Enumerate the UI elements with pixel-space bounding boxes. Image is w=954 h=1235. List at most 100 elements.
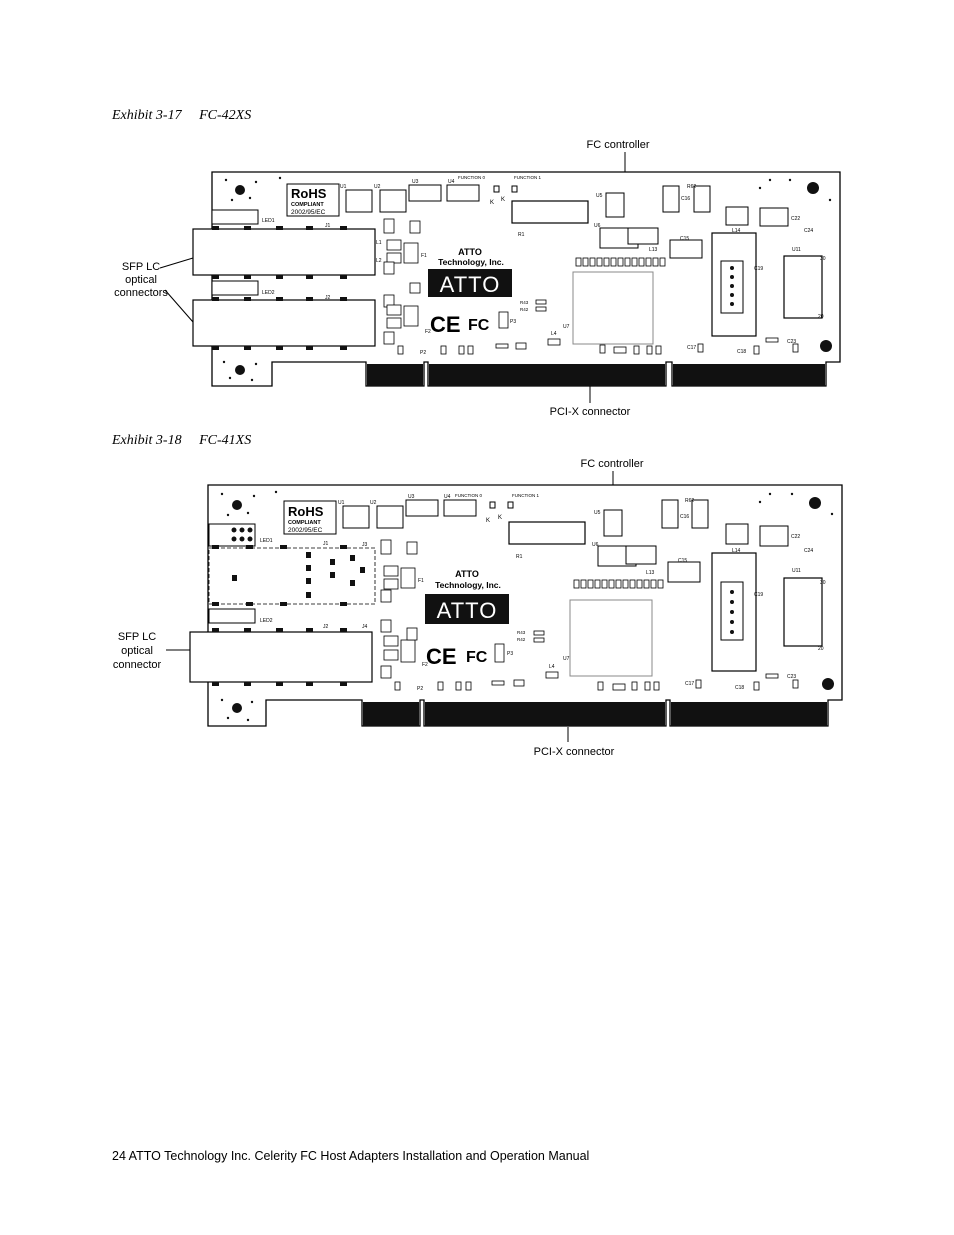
exhibit-model: FC-41XS (199, 433, 252, 448)
pcix-fingers-segment (673, 364, 825, 386)
ref-l1: L1 (376, 240, 382, 246)
ref-k: K (486, 518, 490, 524)
atto-logo-bg (425, 594, 509, 624)
ref-u4: U4 (444, 494, 451, 500)
exhibit-number: Exhibit 3-17 (112, 108, 182, 123)
exhibit-model: FC-42XS (199, 108, 252, 123)
rohs-code: 2002/95/EC (288, 527, 323, 534)
ref-p3: R1 (518, 232, 525, 238)
mounting-hole (807, 182, 819, 194)
ref-c27: C22 (791, 534, 800, 540)
callout-sfp-line3: connector (113, 659, 162, 671)
ref-r43: R43 (517, 630, 526, 635)
exhibit-caption-1: Exhibit 3-17 FC-42XS (112, 108, 251, 124)
label-function0: FUNCTION 0 (455, 493, 482, 498)
label-function0: FUNCTION 0 (458, 175, 485, 180)
callout-fc-controller: FC controller (587, 139, 650, 151)
atto-logo: ATTO (440, 272, 501, 297)
sfp-pads (212, 628, 347, 686)
ref-u11: U11 (792, 568, 801, 574)
ref-p2: P3 (510, 319, 516, 325)
ref-r42: R42 (517, 637, 526, 642)
ref-k: K (498, 515, 502, 521)
chip-p3 (508, 521, 586, 545)
sfp-empty-footprint (208, 547, 376, 605)
atto-logo: ATTO (437, 598, 498, 623)
label-function1: FUNCTION 1 (514, 175, 541, 180)
ref-u5: U5 (596, 193, 603, 199)
rohs-sub: COMPLIANT (288, 520, 321, 526)
mounting-hole (235, 365, 245, 375)
ce-mark: CE (430, 312, 461, 337)
fc-mark: FC (468, 317, 490, 334)
mounting-hole (232, 500, 242, 510)
callout-sfp-line3: connectors (114, 287, 168, 299)
led3 (489, 501, 496, 509)
ref-led1: LED1 (260, 538, 273, 544)
pcix-fingers-segment (671, 702, 827, 726)
part-c27 (759, 207, 789, 227)
resistor-array (573, 579, 664, 589)
rohs-sub: COMPLIANT (291, 202, 324, 208)
led4 (507, 501, 514, 509)
ref-c29: C24 (804, 228, 813, 234)
company-name-1: ATTO (455, 569, 479, 579)
ref-d1: R62 (685, 498, 694, 504)
ref-c28: C23 (787, 339, 796, 345)
ref-p3: R1 (516, 554, 523, 560)
chip-u10 (783, 577, 823, 647)
ref-u3: U3 (408, 494, 415, 500)
led-block (208, 523, 256, 547)
ref-c24: C19 (754, 266, 763, 272)
label-function1: FUNCTION 1 (512, 493, 539, 498)
ref-d1: R62 (687, 184, 696, 190)
ref-l14: L13 (649, 247, 658, 253)
ref-p1: P2 (417, 686, 423, 692)
pcix-fingers-segment (363, 702, 419, 726)
connector-j5-pins (730, 590, 734, 634)
sfp-cage-2 (192, 299, 376, 347)
ref-u6: U6 (592, 542, 599, 548)
sfp-cage-1 (189, 631, 373, 683)
rohs-title: RoHS (291, 186, 327, 201)
ref-f2: F2 (425, 329, 431, 335)
chip-p3 (511, 200, 589, 224)
callout-sfp-line2: optical (121, 645, 153, 657)
ref-pin30: 30 (820, 580, 826, 586)
part-l15 (725, 206, 749, 226)
ref-c21: C16 (680, 514, 689, 520)
ref-c23: C18 (737, 349, 746, 355)
ref-c23: C18 (735, 685, 744, 691)
sfp-cage-1 (192, 228, 376, 276)
chip-u5 (603, 509, 623, 537)
board-dots (222, 176, 832, 382)
chip-u1 (345, 189, 373, 213)
ref-led2: LED2 (262, 290, 275, 296)
ref-u1: U1 (338, 500, 345, 506)
ref-u3: U3 (412, 179, 419, 185)
resistor-array (575, 257, 666, 267)
ref-k: K (490, 200, 494, 206)
ref-l15: L14 (732, 548, 741, 554)
ref-c20: C15 (678, 558, 687, 564)
ref-u6: U6 (594, 223, 601, 229)
callout-pcix: PCI-X connector (550, 406, 631, 418)
company-name-2: Technology, Inc. (438, 257, 504, 267)
ce-mark: CE (426, 644, 457, 669)
sfp-empty-pads (212, 545, 365, 606)
ref-c29: C24 (804, 548, 813, 554)
part-d1 (693, 185, 711, 213)
sfp-pads (212, 226, 347, 350)
led4 (511, 185, 518, 193)
atto-logo-bg (428, 269, 512, 297)
led-block (211, 280, 259, 296)
ref-l5: L4 (551, 331, 557, 337)
ref-u1: U1 (340, 184, 347, 190)
board-diagram-fc41xs: FC controller SFP LC optical connector P… (113, 458, 843, 758)
pcix-fingers-segment (367, 364, 423, 386)
ref-c24: C19 (754, 592, 763, 598)
company-name-2: Technology, Inc. (435, 580, 501, 590)
ref-l14: L13 (646, 570, 655, 576)
ref-f1: F1 (421, 253, 427, 259)
chip-u3 (405, 499, 439, 517)
